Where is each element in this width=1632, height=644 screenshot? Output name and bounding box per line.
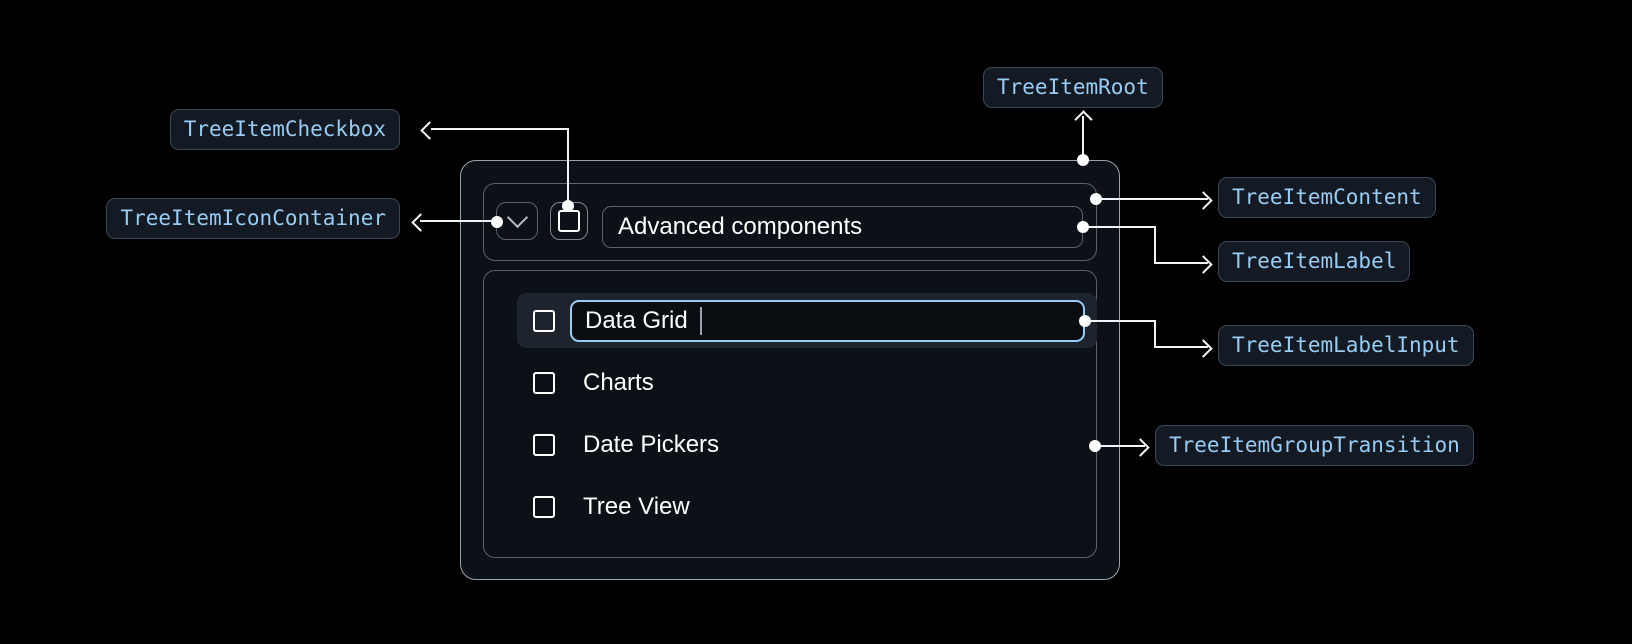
checkbox-unchecked-icon[interactable] [533,371,555,394]
tree-row-tree-view[interactable]: Tree View [517,479,1097,534]
tree-item-group-transition [483,270,1097,558]
tree-item-label: Tree View [583,492,690,520]
tree-item-label: Charts [583,368,654,396]
chevron-down-icon [506,206,528,229]
tree-row-data-grid[interactable] [517,293,1097,348]
text-caret [700,307,702,335]
connector-label-input-line [1154,346,1208,348]
connector-group-transition-dot [1089,440,1101,452]
connector-checkbox-dot [562,200,574,212]
connector-label-dot [1077,221,1089,233]
connector-root-dot [1077,154,1089,166]
badge-tree-item-root: TreeItemRoot [983,67,1163,108]
arrow-up-icon [1074,110,1093,129]
arrow-left-icon [411,213,430,232]
checkbox-unchecked-icon [558,210,580,232]
tree-item-label-input[interactable] [570,299,1085,342]
connector-root-line [1082,116,1084,162]
checkbox-unchecked-icon[interactable] [533,495,555,518]
tree-item-label: Date Pickers [583,430,720,458]
arrow-right-icon [1194,255,1213,274]
arrow-left-icon [420,121,439,140]
connector-checkbox-line [567,128,569,206]
arrow-right-icon [1131,438,1150,457]
arrow-right-icon [1194,339,1213,358]
connector-label-input-dot [1079,315,1091,327]
badge-tree-item-content: TreeItemContent [1218,177,1436,218]
checkbox-unchecked-icon[interactable] [533,309,555,332]
checkbox-unchecked-icon[interactable] [533,433,555,456]
connector-checkbox-line [431,128,569,130]
badge-tree-item-label: TreeItemLabel [1218,241,1411,282]
connector-group-transition-line [1095,445,1145,447]
badge-tree-item-label-input: TreeItemLabelInput [1218,325,1474,366]
connector-label-line [1154,226,1156,264]
connector-label-input-line [1154,320,1156,348]
connector-content-line [1096,198,1208,200]
connector-label-input-line [1085,320,1156,322]
tree-item-label: Advanced components [602,206,1083,248]
badge-tree-item-group-transition: TreeItemGroupTransition [1155,425,1474,466]
tree-item-content[interactable] [483,183,1097,261]
connector-content-dot [1090,193,1102,205]
tree-row-charts[interactable]: Charts [517,355,1097,410]
tree-row-date-pickers[interactable]: Date Pickers [517,417,1097,472]
connector-icon-container-dot [491,216,503,228]
parent-item-label: Advanced components [618,213,863,240]
connector-label-line [1154,262,1208,264]
connector-label-line [1083,226,1156,228]
badge-tree-item-checkbox: TreeItemCheckbox [169,109,400,150]
badge-tree-item-icon-container: TreeItemIconContainer [106,198,400,239]
arrow-right-icon [1194,191,1213,210]
connector-icon-container-line [420,220,498,222]
